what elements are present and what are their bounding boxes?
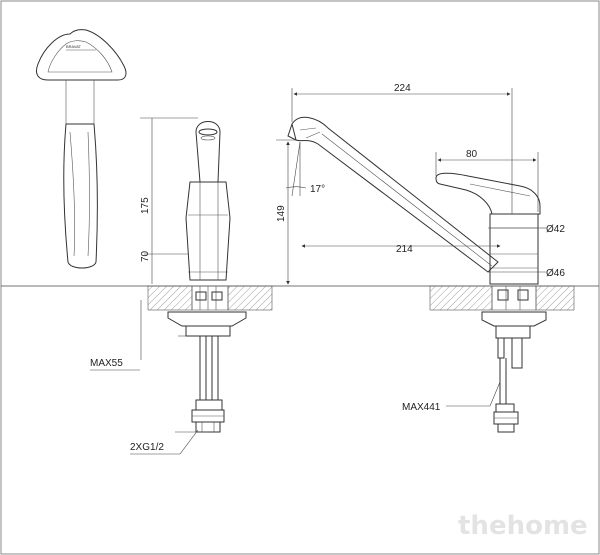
dim-spout-angle: 17° [310, 184, 325, 195]
label-hose-connection: 2XG1/2 [130, 442, 164, 453]
brand-mark: BRAVAT [66, 44, 82, 49]
side-view-faucet [287, 116, 575, 433]
dim-spout-reach-inner: 214 [396, 244, 413, 255]
label-max-counter-thickness: MAX55 [90, 358, 123, 369]
dim-spout-reach: 224 [394, 83, 411, 94]
dim-spout-outlet-height: 149 [276, 205, 287, 222]
dim-total-height: 175 [140, 197, 151, 214]
front-view-faucet [140, 117, 273, 433]
watermark: thehome [458, 511, 588, 541]
dim-handle-length: 80 [466, 149, 478, 160]
dim-body-diameter-top: Ø42 [546, 224, 565, 235]
dim-body-height: 70 [140, 250, 151, 262]
top-view-handle: BRAVAT [35, 29, 127, 269]
dimension-lines [90, 88, 546, 455]
dim-body-diameter-base: Ø46 [546, 268, 565, 279]
label-max-hose-length: MAX441 [402, 402, 441, 413]
